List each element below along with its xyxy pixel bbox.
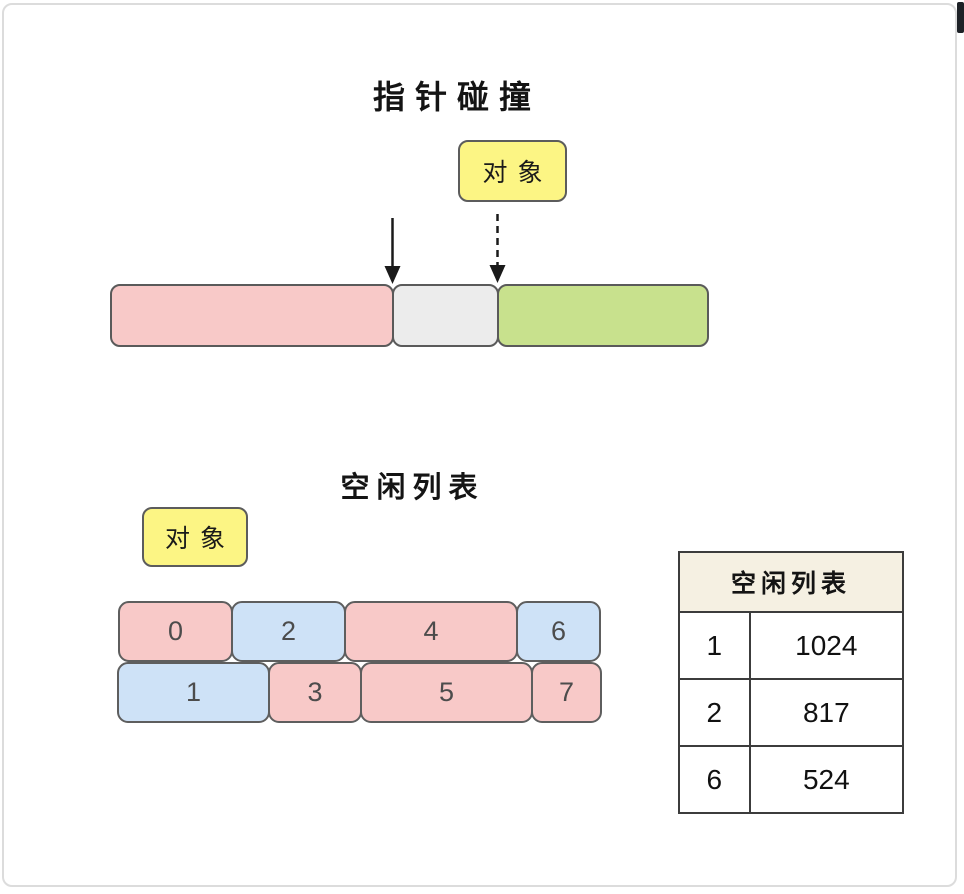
- memory-bar: [110, 284, 709, 347]
- table-cell-index: 6: [678, 745, 751, 814]
- memory-block-5: 5: [360, 662, 533, 723]
- memory-block-0: 0: [118, 601, 233, 662]
- table-cell-size: 817: [748, 678, 905, 747]
- free-list-table: 空闲列表 1 1024 2 817 6 524: [678, 551, 905, 814]
- memory-block-2: 2: [231, 601, 346, 662]
- memory-block-7: 7: [531, 662, 602, 723]
- table-row: 6 524: [678, 745, 905, 814]
- memory-block-1: 1: [117, 662, 270, 723]
- table-cell-index: 2: [678, 678, 751, 747]
- table-header-row: 空闲列表: [678, 551, 904, 613]
- memory-block-4: 4: [344, 601, 518, 662]
- memory-block-3: 3: [268, 662, 362, 723]
- table-cell-size: 1024: [748, 611, 905, 680]
- free-memory-segment: [497, 284, 709, 347]
- table-cell-size: 524: [748, 745, 905, 814]
- free-list-title: 空闲列表: [340, 472, 485, 504]
- free-list-table-header: 空闲列表: [678, 551, 904, 613]
- object-box-free-list: 对象: [142, 507, 248, 567]
- memory-block-6: 6: [516, 601, 601, 662]
- used-memory-segment: [110, 284, 394, 347]
- table-row: 1 1024: [678, 611, 905, 680]
- table-row: 2 817: [678, 678, 905, 747]
- pointer-bump-title: 指针碰撞: [372, 79, 542, 115]
- allocating-object-segment: [392, 284, 499, 347]
- scrollbar-thumb[interactable]: [957, 2, 964, 33]
- object-box-pointer-bump: 对象: [458, 140, 567, 202]
- table-cell-index: 1: [678, 611, 751, 680]
